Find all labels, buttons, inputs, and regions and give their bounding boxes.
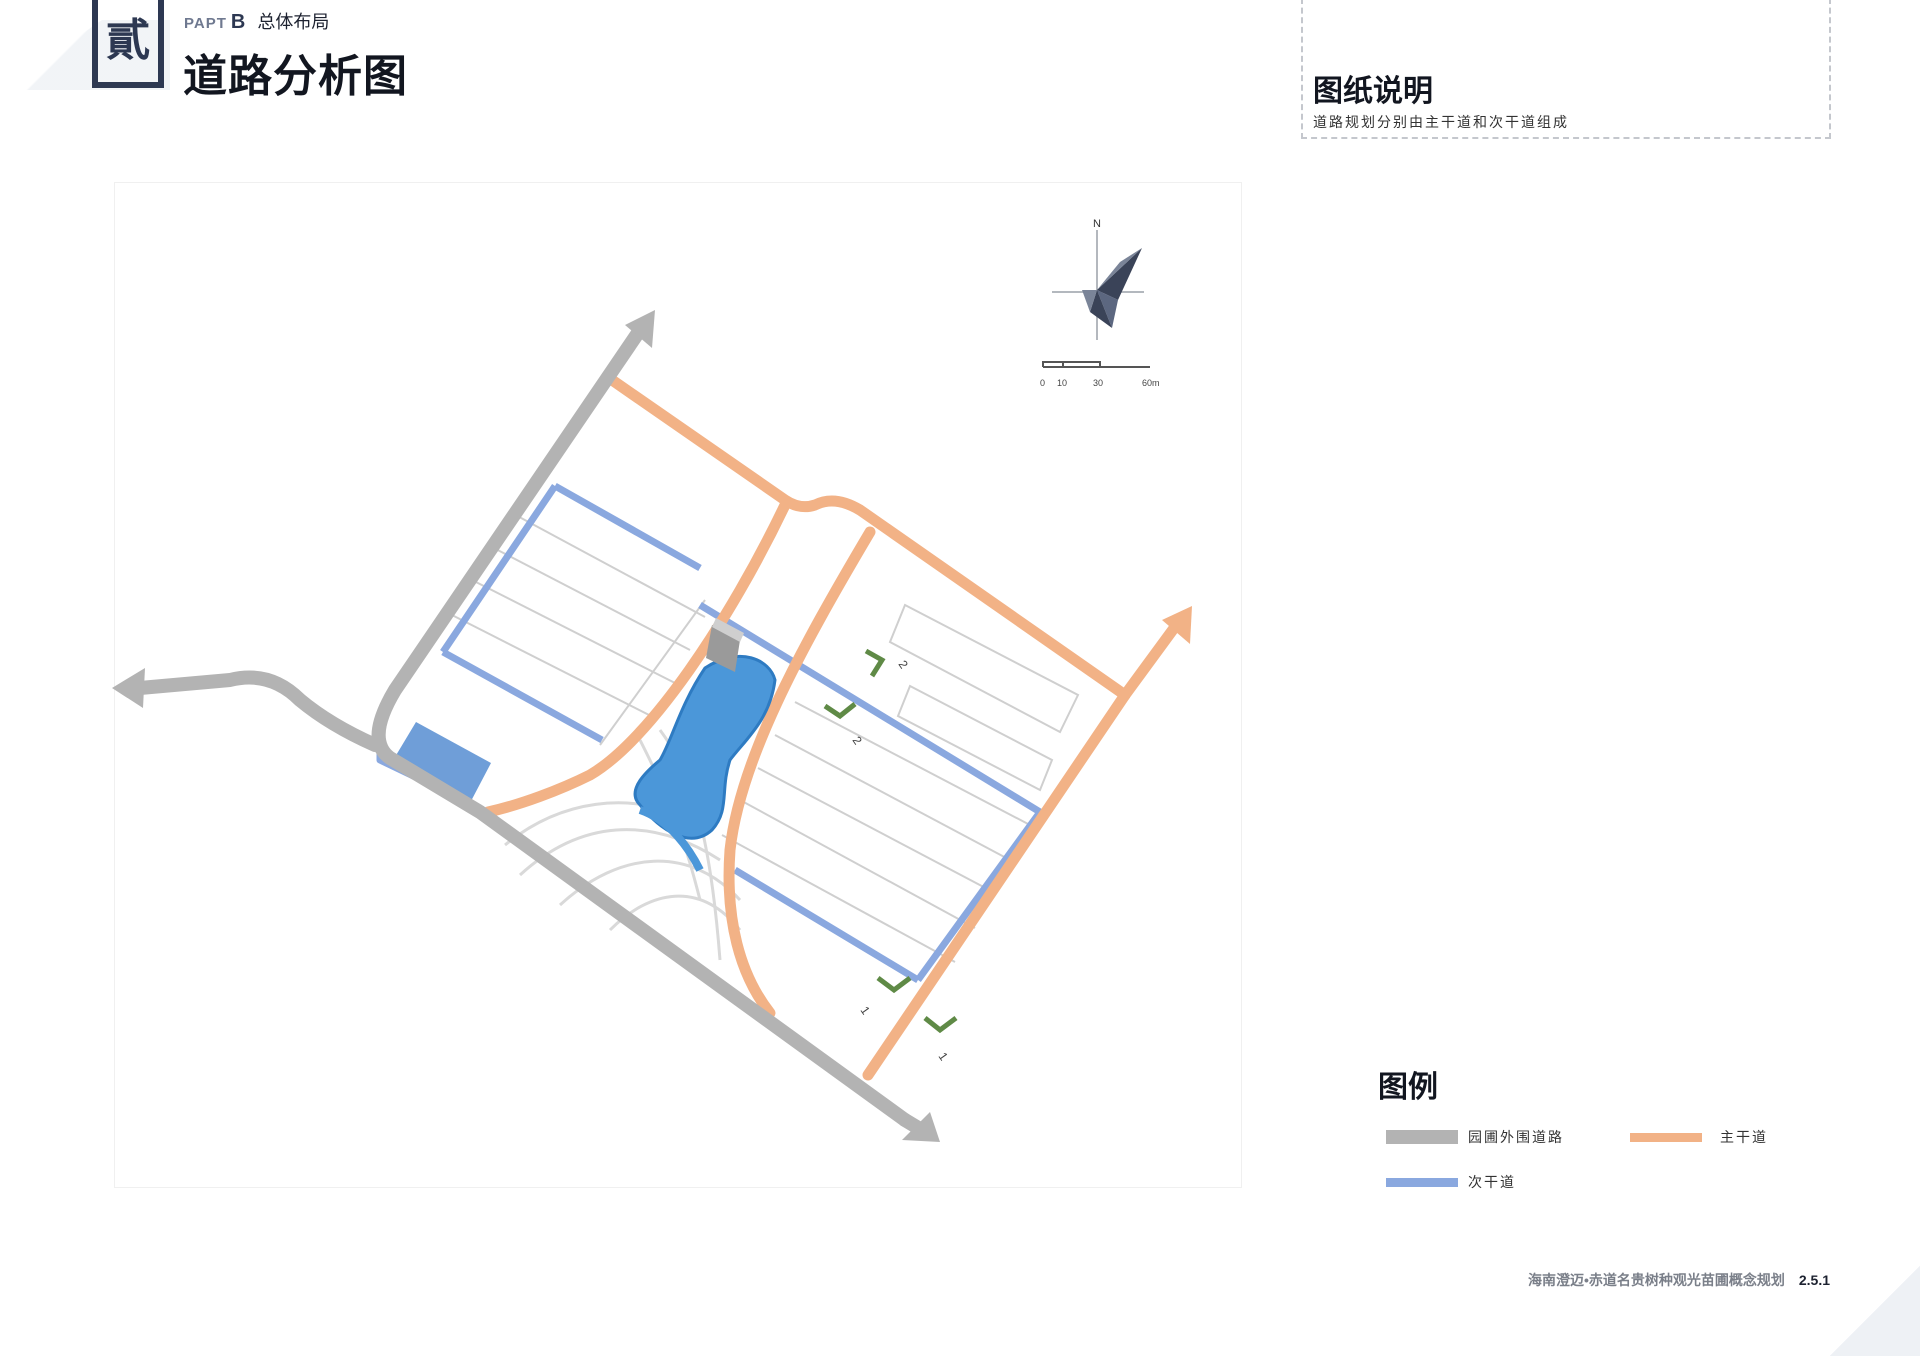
scale-bar xyxy=(1042,361,1150,368)
map-frame xyxy=(114,182,1242,1188)
description-box: 图纸说明 道路规划分别由主干道和次干道组成 xyxy=(1301,0,1831,139)
outer-roads xyxy=(133,323,932,1139)
legend-swatch-secondary-road xyxy=(1386,1177,1458,1187)
chapter-badge: 貳 xyxy=(92,0,164,88)
scale-tick-label: 0 xyxy=(1040,378,1045,388)
building-block xyxy=(392,722,491,803)
legend-item-main-road: 主干道 xyxy=(1630,1127,1768,1147)
main-roads xyxy=(482,374,1186,1081)
section-marker-label: 2 xyxy=(896,658,911,672)
section-marker-label: 2 xyxy=(850,734,865,748)
part-word: PAPT xyxy=(184,15,227,32)
part-line: PAPT B 总体布局 xyxy=(184,8,329,34)
main-road-arrow xyxy=(1162,606,1192,644)
corner-decoration-bottom-right xyxy=(1830,1266,1920,1356)
part-letter: B xyxy=(230,11,246,33)
section-marker-label: 1 xyxy=(858,1004,873,1018)
footer-project: 海南澄迈•赤道名贵树种观光苗圃概念规划 xyxy=(1527,1272,1785,1288)
section-name: 总体布局 xyxy=(257,12,330,32)
chapter-badge-glyph: 貳 xyxy=(106,15,150,66)
scale-tick-label: 10 xyxy=(1057,378,1067,388)
scale-tick-label: 30 xyxy=(1093,378,1103,388)
section-marker-label: 1 xyxy=(936,1050,951,1064)
legend-item-secondary-road: 次干道 xyxy=(1386,1172,1516,1192)
legend-item-outer-road: 园圃外围道路 xyxy=(1386,1127,1564,1147)
scale-tick-label: 60m xyxy=(1142,378,1160,388)
outer-road-arrow-west xyxy=(112,668,145,708)
outer-road-arrow-north xyxy=(625,310,655,348)
description-text: 道路规划分别由主干道和次干道组成 xyxy=(1313,114,1569,130)
footer-page-number: 2.5.1 xyxy=(1798,1272,1830,1288)
legend-title: 图例 xyxy=(1378,1071,1438,1104)
lake xyxy=(633,655,777,872)
outer-road-arrow-south xyxy=(902,1112,940,1142)
legend-label: 次干道 xyxy=(1468,1174,1516,1190)
page-title: 道路分析图 xyxy=(183,52,408,101)
footer: 海南澄迈•赤道名贵树种观光苗圃概念规划 2.5.1 xyxy=(1528,1270,1830,1290)
legend-swatch-main-road xyxy=(1630,1132,1702,1142)
land-blocks xyxy=(445,511,1080,963)
legend-label: 园圃外围道路 xyxy=(1468,1129,1564,1145)
legend-swatch-outer-road xyxy=(1386,1130,1458,1144)
section-markers xyxy=(823,648,958,1034)
compass-north-label: N xyxy=(1093,218,1101,230)
description-title: 图纸说明 xyxy=(1313,75,1433,108)
legend-label: 主干道 xyxy=(1720,1129,1768,1145)
compass-icon xyxy=(1052,230,1144,340)
lake-building-roof xyxy=(712,618,744,642)
